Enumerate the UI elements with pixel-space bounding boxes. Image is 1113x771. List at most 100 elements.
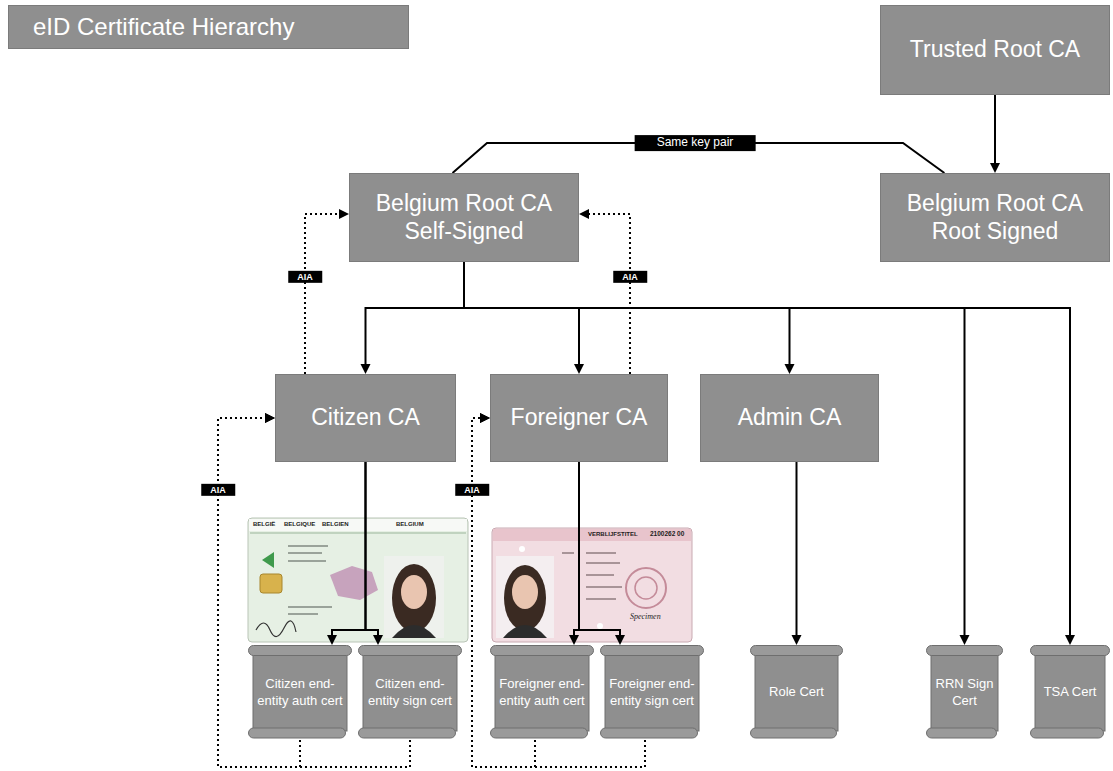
edge-label: AIA (288, 271, 322, 283)
node-text: RRN Sign Cert (931, 676, 998, 709)
connector (327, 462, 366, 645)
scroll-body (605, 650, 699, 731)
connector-line (464, 262, 790, 364)
arrow-head (361, 364, 371, 374)
scroll-body (495, 650, 589, 731)
card-line (586, 586, 622, 588)
node-text: Belgium Root CA Root Signed (891, 190, 1099, 245)
arrow-head (574, 364, 584, 374)
card-line (562, 552, 574, 554)
ca-box: Trusted Root CA (880, 5, 1110, 95)
card-text: BELGIEN (322, 521, 349, 527)
scroll-top-roll (359, 646, 462, 656)
ca-box: Foreigner CA (490, 374, 668, 462)
photo-face (512, 575, 538, 609)
arrow-head (569, 635, 579, 645)
card-map (330, 566, 378, 600)
card-text: VERBLIJFSTITEL (588, 531, 638, 537)
arrow-head (792, 635, 802, 645)
arrow-head (265, 413, 275, 423)
card-text: Specimen (630, 613, 661, 621)
connector-line (332, 462, 366, 635)
certificate-scroll: Role Cert (750, 645, 843, 740)
card-line (586, 598, 616, 600)
scroll-bottom-roll (491, 728, 588, 738)
photo-shoulders (503, 625, 547, 638)
foreigner-residence-card (492, 528, 692, 642)
connector (990, 95, 1000, 173)
connector (579, 462, 625, 645)
node-text: Admin CA (738, 404, 842, 432)
arrow-head (480, 413, 490, 423)
photo-hair (392, 564, 436, 632)
certificate-scroll: Citizen end-entity sign cert (358, 645, 462, 740)
node-text: Foreigner end-entity auth cert (495, 676, 589, 709)
node-text: Foreigner CA (511, 404, 648, 432)
connector (464, 262, 970, 645)
arrow-head (339, 209, 349, 219)
connector (366, 462, 384, 645)
arrow-head (265, 413, 275, 423)
arrow-head (615, 635, 625, 645)
certificate-scroll: TSA Cert (1030, 645, 1110, 740)
node-text: Role Cert (769, 684, 824, 700)
card-seal (635, 577, 657, 599)
card-star (597, 623, 603, 629)
scroll-top-roll (601, 646, 704, 656)
scroll-top-roll (927, 646, 1003, 656)
node-text: Citizen CA (311, 404, 420, 432)
card-line (288, 613, 318, 615)
photo-face (401, 575, 427, 609)
connector (464, 262, 584, 374)
arrow-head (373, 635, 383, 645)
card-rule (250, 533, 466, 534)
connector-line (579, 462, 620, 635)
arrow-head (960, 635, 970, 645)
certificate-scroll: RRN Sign Cert (926, 645, 1003, 740)
card-photo (496, 556, 554, 638)
card-text: 2100262 00 (650, 531, 684, 538)
scroll-body (253, 650, 347, 731)
scroll-body (1035, 650, 1105, 731)
card-star (519, 546, 525, 552)
card-header (493, 529, 691, 541)
arrow-head (785, 364, 795, 374)
connector-line (796, 462, 798, 635)
citizen-id-card (248, 518, 468, 642)
card-header (249, 519, 467, 531)
scroll-top-roll (491, 646, 594, 656)
node-text: Foreigner end-entity sign cert (605, 676, 699, 709)
connector (569, 462, 579, 645)
certificate-scroll: Citizen end-entity auth cert (248, 645, 352, 740)
connector-line (464, 262, 579, 364)
arrow-head (579, 209, 589, 219)
node-text: TSA Cert (1044, 684, 1097, 700)
connector-line (464, 262, 965, 635)
card-photo (384, 556, 444, 638)
scroll-body (931, 650, 998, 731)
card-text: BELGIQUE (284, 521, 315, 527)
arrow-head (990, 163, 1000, 173)
card-seal (626, 568, 666, 608)
connector (579, 209, 630, 374)
connector-line (994, 95, 996, 163)
connector (361, 262, 465, 374)
card-line (586, 552, 616, 554)
card-text: BELGIUM (396, 521, 424, 527)
scroll-bottom-roll (751, 728, 837, 738)
arrow-head (480, 413, 490, 423)
card-signature (256, 621, 296, 637)
card-line (288, 560, 326, 562)
node-text: Belgium Root CA Self-Signed (360, 190, 568, 245)
card-body (492, 528, 692, 642)
ca-box: Citizen CA (275, 374, 456, 462)
edge-label: AIA (613, 271, 647, 283)
scroll-top-roll (249, 646, 352, 656)
scroll-bottom-roll (601, 728, 698, 738)
node-text: Trusted Root CA (910, 36, 1080, 64)
arrow-head (327, 635, 337, 645)
certificate-scroll: Foreigner end-entity auth cert (490, 645, 594, 740)
edge-label: AIA (455, 484, 489, 496)
card-line (288, 606, 332, 608)
